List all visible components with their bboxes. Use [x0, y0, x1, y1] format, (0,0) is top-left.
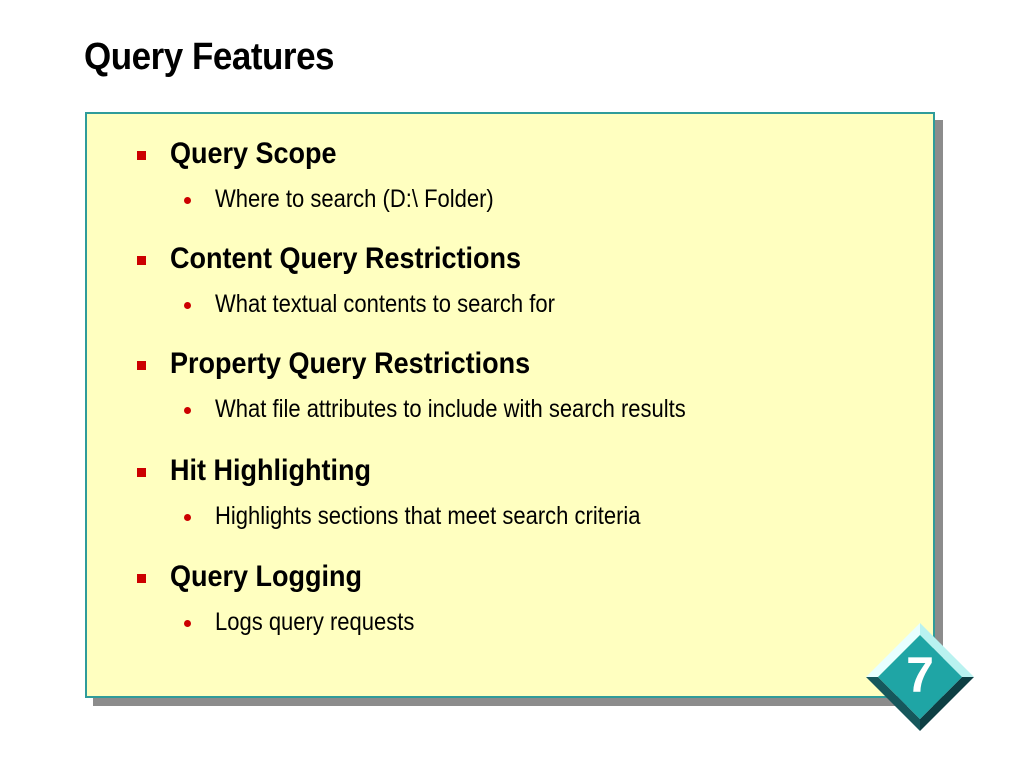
round-bullet-icon: [184, 407, 191, 414]
bullet-detail: Highlights sections that meet search cri…: [215, 502, 641, 530]
bullet-row: Content Query Restrictions: [87, 241, 933, 277]
sub-bullet-row: What textual contents to search for: [87, 289, 933, 319]
bullet-row: Query Scope: [87, 136, 933, 172]
bullet-row: Hit Highlighting: [87, 453, 933, 489]
sub-bullet-row: Where to search (D:\ Folder): [87, 184, 933, 214]
diamond-badge-icon: [866, 623, 974, 731]
sub-bullet-row: What file attributes to include with sea…: [87, 394, 933, 424]
sub-bullet-row: Logs query requests: [87, 607, 933, 637]
bullet-heading: Property Query Restrictions: [170, 347, 531, 380]
bullet-row: Property Query Restrictions: [87, 346, 933, 382]
slide-title: Query Features: [84, 36, 335, 78]
slide-number: 7: [906, 647, 934, 703]
bullet-heading: Query Scope: [170, 137, 337, 170]
square-bullet-icon: [137, 361, 146, 370]
square-bullet-icon: [137, 574, 146, 583]
square-bullet-icon: [137, 151, 146, 160]
bullet-list: Query Scope Where to search (D:\ Folder)…: [87, 114, 933, 696]
bullet-detail: Where to search (D:\ Folder): [215, 185, 494, 213]
bullet-detail: What textual contents to search for: [215, 290, 555, 318]
bullet-heading: Query Logging: [170, 560, 362, 593]
round-bullet-icon: [184, 302, 191, 309]
square-bullet-icon: [137, 256, 146, 265]
bullet-heading: Hit Highlighting: [170, 454, 371, 487]
slide-number-badge: 7: [866, 623, 974, 731]
bullet-detail: What file attributes to include with sea…: [215, 395, 686, 423]
bullet-row: Query Logging: [87, 559, 933, 595]
content-panel: Query Scope Where to search (D:\ Folder)…: [85, 112, 935, 698]
round-bullet-icon: [184, 514, 191, 521]
bullet-detail: Logs query requests: [215, 608, 415, 636]
round-bullet-icon: [184, 620, 191, 627]
sub-bullet-row: Highlights sections that meet search cri…: [87, 501, 933, 531]
round-bullet-icon: [184, 197, 191, 204]
bullet-heading: Content Query Restrictions: [170, 242, 522, 275]
square-bullet-icon: [137, 468, 146, 477]
